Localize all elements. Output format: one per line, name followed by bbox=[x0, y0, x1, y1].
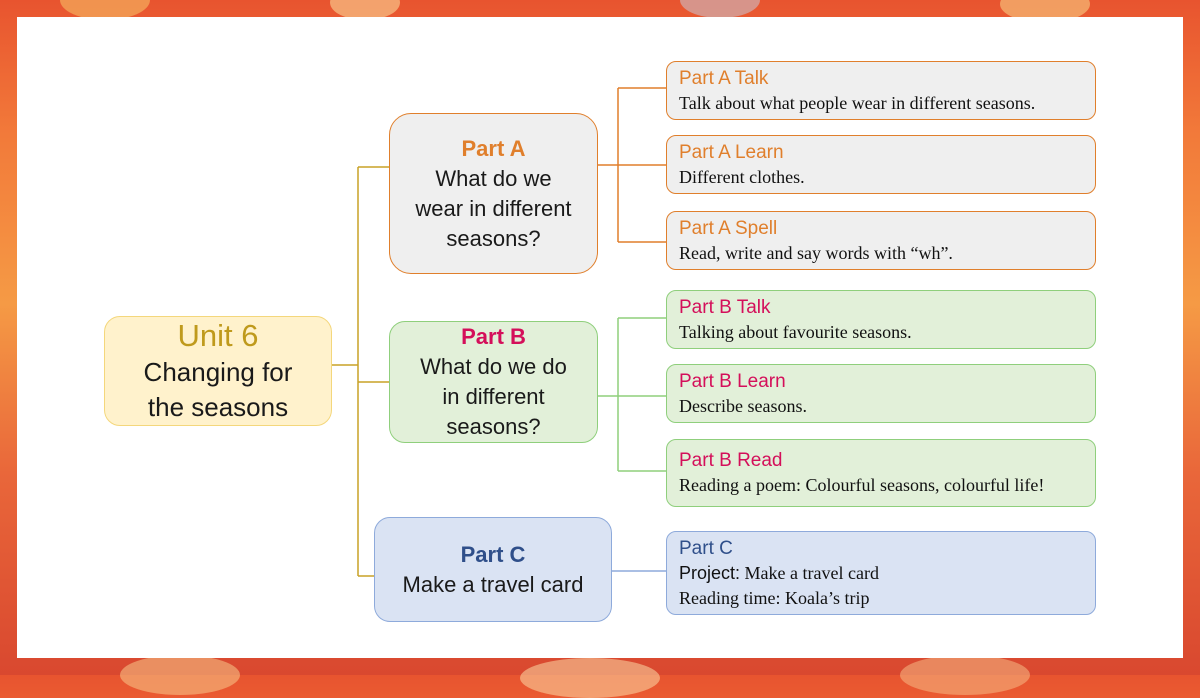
part-a-question-line1: What do we bbox=[435, 165, 552, 191]
root-title-line1: Changing for bbox=[143, 357, 293, 387]
part-a-heading: Part A bbox=[461, 135, 526, 161]
part-c-project-line: Project: Make a travel card bbox=[679, 561, 1083, 586]
part-b-node: Part B What do we do in different season… bbox=[389, 321, 598, 443]
part-b-learn-card: Part B Learn Describe seasons. bbox=[666, 364, 1096, 423]
part-c-heading: Part C bbox=[460, 541, 526, 567]
part-b-read-card: Part B Read Reading a poem: Colourful se… bbox=[666, 439, 1096, 507]
part-a-question-line2: wear in different bbox=[415, 195, 572, 221]
part-b-talk-card: Part B Talk Talking about favourite seas… bbox=[666, 290, 1096, 349]
part-a-learn-desc: Different clothes. bbox=[679, 167, 805, 187]
part-a-talk-desc: Talk about what people wear in different… bbox=[679, 93, 1036, 113]
background-decoration bbox=[680, 0, 760, 18]
part-c-card-title: Part C bbox=[679, 538, 733, 559]
background-decoration bbox=[120, 655, 240, 695]
part-b-read-desc: Reading a poem: Colourful seasons, colou… bbox=[679, 475, 1045, 495]
part-c-project-label: Project: bbox=[679, 563, 741, 583]
part-b-learn-title: Part B Learn bbox=[679, 371, 786, 392]
part-b-talk-title: Part B Talk bbox=[679, 297, 771, 318]
root-title-line2: the seasons bbox=[147, 392, 289, 422]
background-decoration bbox=[900, 655, 1030, 695]
part-b-learn-desc: Describe seasons. bbox=[679, 396, 807, 416]
background-decoration bbox=[520, 658, 660, 698]
part-c-card: Part C Project: Make a travel card Readi… bbox=[666, 531, 1096, 615]
part-a-learn-title: Part A Learn bbox=[679, 142, 784, 163]
background-decoration bbox=[60, 0, 150, 20]
part-b-heading: Part B bbox=[461, 324, 526, 349]
part-a-learn-card: Part A Learn Different clothes. bbox=[666, 135, 1096, 194]
root-node: Unit 6 Changing for the seasons bbox=[104, 316, 332, 426]
background-decoration bbox=[330, 0, 400, 20]
part-a-question-line3: seasons? bbox=[446, 225, 541, 251]
part-b-read-title: Part B Read bbox=[679, 450, 783, 471]
part-b-question-line3: seasons? bbox=[446, 414, 541, 439]
part-b-question-line2: in different bbox=[442, 384, 545, 409]
part-c-project-text: Make a travel card bbox=[740, 563, 879, 583]
part-c-reading-line: Reading time: Koala’s trip bbox=[679, 588, 870, 608]
part-a-talk-card: Part A Talk Talk about what people wear … bbox=[666, 61, 1096, 120]
part-a-spell-card: Part A Spell Read, write and say words w… bbox=[666, 211, 1096, 270]
root-unit: Unit 6 bbox=[177, 318, 259, 353]
part-b-talk-desc: Talking about favourite seasons. bbox=[679, 322, 912, 342]
part-a-spell-title: Part A Spell bbox=[679, 218, 778, 239]
part-c-subtitle: Make a travel card bbox=[402, 571, 584, 597]
part-a-talk-title: Part A Talk bbox=[679, 68, 769, 89]
part-a-spell-desc: Read, write and say words with “wh”. bbox=[679, 243, 953, 263]
part-c-node: Part C Make a travel card bbox=[374, 517, 612, 622]
part-b-question-line1: What do we do bbox=[420, 354, 567, 379]
part-a-node: Part A What do we wear in different seas… bbox=[389, 113, 598, 274]
